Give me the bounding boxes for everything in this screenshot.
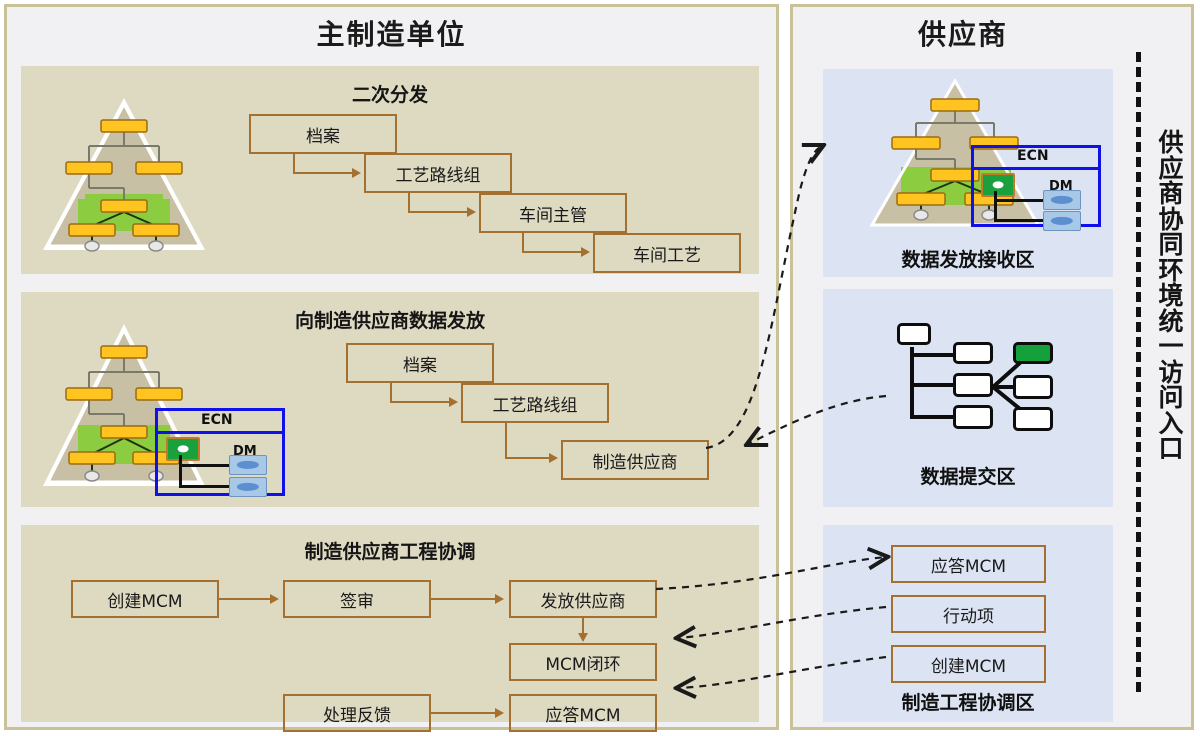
ng-node-b3[interactable] <box>1013 407 1053 431</box>
ng-node-root[interactable] <box>897 323 931 345</box>
ecn-container-supplier <box>971 145 1101 227</box>
gear-icon-main <box>166 437 200 461</box>
arrow-3 <box>581 247 590 257</box>
ecn-header-divider-supplier <box>971 167 1101 170</box>
arrow-5 <box>549 453 558 463</box>
connector-8 <box>582 618 584 634</box>
box-process-route-group-2[interactable]: 工艺路线组 <box>461 383 609 423</box>
connector-3b <box>522 251 582 253</box>
arrow-2 <box>467 207 476 217</box>
ng-node-a2[interactable] <box>953 373 993 397</box>
box-manufacturing-supplier[interactable]: 制造供应商 <box>561 440 709 480</box>
box-archive-1[interactable]: 档案 <box>249 114 397 154</box>
box-respond-mcm-supplier[interactable]: 应答MCM <box>891 545 1046 583</box>
dm-trunk-main <box>179 455 182 488</box>
arrow-4 <box>449 397 458 407</box>
ng-branch-3 <box>910 415 955 419</box>
ng-branch-1 <box>910 353 955 357</box>
main-manufacturer-title: 主制造单位 <box>316 18 467 51</box>
arrow-7 <box>495 594 504 604</box>
connector-5a <box>505 423 507 458</box>
access-portal-caption: 供应商协同环境统一访问入口 <box>1158 128 1184 463</box>
connector-4b <box>390 401 450 403</box>
caption-data-submit-area: 数据提交区 <box>920 466 1016 488</box>
connector-3a <box>522 233 524 252</box>
panel-secondary-distribution-title: 二次分发 <box>351 84 428 106</box>
panel-release-to-supplier: 向制造供应商数据发放 <box>21 292 759 507</box>
box-handle-feedback[interactable]: 处理反馈 <box>283 694 431 732</box>
ng-branch-2 <box>910 383 955 387</box>
box-mcm-closed-loop[interactable]: MCM闭环 <box>509 643 657 681</box>
connector-9 <box>431 712 496 714</box>
ng-node-b2[interactable] <box>1013 375 1053 399</box>
cloud-icon-supplier-1 <box>1043 190 1081 210</box>
connector-5b <box>505 457 550 459</box>
box-workshop-supervisor[interactable]: 车间主管 <box>479 193 627 233</box>
cloud-icon-main-2 <box>229 477 267 497</box>
box-archive-2[interactable]: 档案 <box>346 343 494 383</box>
panel-manufacturing-coordination-area: 应答MCM 行动项 创建MCM 制造工程协调区 <box>823 525 1113 722</box>
org-pyramid-illustration-2 <box>37 314 212 499</box>
dm-branch2-supplier <box>994 219 1044 222</box>
org-pyramid-illustration-1 <box>37 88 212 263</box>
connector-1b <box>293 172 353 174</box>
dm-branch1-supplier <box>994 199 1044 202</box>
caption-data-receive-area: 数据发放接收区 <box>901 249 1035 271</box>
box-workshop-process[interactable]: 车间工艺 <box>593 233 741 273</box>
connector-4a <box>390 383 392 402</box>
ng-node-a1[interactable] <box>953 342 993 364</box>
connector-7 <box>431 598 496 600</box>
connector-2b <box>408 211 468 213</box>
dm-trunk-supplier <box>994 191 997 222</box>
box-respond-mcm-main[interactable]: 应答MCM <box>509 694 657 732</box>
ecn-label-main: ECN <box>201 412 233 428</box>
box-create-mcm-main[interactable]: 创建MCM <box>71 580 219 618</box>
arrow-1 <box>352 168 361 178</box>
panel-secondary-distribution: 二次分发 <box>21 66 759 274</box>
ng-node-a3[interactable] <box>953 405 993 429</box>
panel-data-receive-area: ECN DM 数据发放接收区 <box>823 69 1113 277</box>
ng-node-b1-selected[interactable] <box>1013 342 1053 364</box>
ecn-container-main <box>155 408 285 496</box>
box-create-mcm-supplier[interactable]: 创建MCM <box>891 645 1046 683</box>
panel-release-to-supplier-title: 向制造供应商数据发放 <box>294 310 485 332</box>
access-portal-divider <box>1136 52 1141 692</box>
box-action-item[interactable]: 行动项 <box>891 595 1046 633</box>
panel-data-submit-area: 数据提交区 <box>823 289 1113 507</box>
ecn-label-supplier: ECN <box>1017 148 1049 164</box>
box-release-to-supplier[interactable]: 发放供应商 <box>509 580 657 618</box>
dm-branch1-main <box>179 464 231 467</box>
ecn-header-divider-main <box>155 431 285 434</box>
caption-manufacturing-coordination-area: 制造工程协调区 <box>901 692 1035 714</box>
gear-icon-supplier <box>981 173 1015 197</box>
arrow-8 <box>578 633 588 642</box>
box-sign-review[interactable]: 签审 <box>283 580 431 618</box>
connector-6 <box>219 598 271 600</box>
cloud-icon-main-1 <box>229 455 267 475</box>
main-manufacturer-column: 主制造单位 二次分发 <box>4 4 779 732</box>
submit-node-graph <box>895 315 1055 431</box>
dm-branch2-main <box>179 485 231 488</box>
supplier-column: 供应商 <box>790 4 1194 730</box>
cloud-icon-supplier-2 <box>1043 211 1081 231</box>
arrow-6 <box>270 594 279 604</box>
supplier-title: 供应商 <box>917 18 1008 51</box>
connector-2a <box>408 193 410 212</box>
box-process-route-group-1[interactable]: 工艺路线组 <box>364 153 512 193</box>
panel-supplier-engineering-coordination-title: 制造供应商工程协调 <box>304 541 476 563</box>
connector-1a <box>293 154 295 173</box>
arrow-9 <box>495 708 504 718</box>
panel-supplier-engineering-coordination: 制造供应商工程协调 创建MCM 签审 发放供应商 MCM闭环 处理反馈 应答MC… <box>21 525 759 732</box>
